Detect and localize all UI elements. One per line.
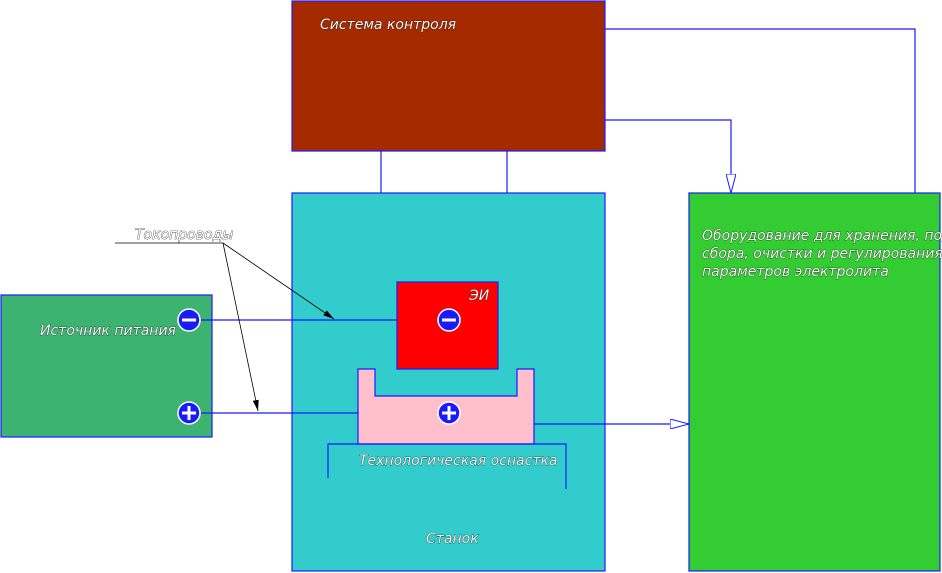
machine-block xyxy=(291,192,606,572)
control-system-label: Система контроля xyxy=(320,17,456,33)
conductors-leader-negative xyxy=(222,242,335,320)
machine-label: Станок xyxy=(426,531,479,547)
conductors-leader-positive xyxy=(222,242,259,412)
minus-symbol-electrode xyxy=(437,308,461,332)
conductors-label: Токопроводы xyxy=(135,227,233,243)
minus-symbol-power-source xyxy=(177,308,201,332)
electrolyte-equipment-label-line-3: параметров электролита xyxy=(702,264,889,280)
power-source-label: Источник питания xyxy=(40,323,176,339)
control-system-block xyxy=(291,0,606,152)
fixture-label: Технологическая оснастка xyxy=(359,453,558,469)
control-electrolyte-feedback-line xyxy=(605,28,916,193)
power-source-block xyxy=(0,294,213,438)
electrolyte-equipment-label-line-2: сбора, очистки и регулирования xyxy=(702,246,942,262)
plus-symbol-power-source xyxy=(177,401,201,425)
electrolyte-equipment-block xyxy=(688,192,941,572)
control-electrolyte-arrow-line xyxy=(605,119,731,193)
electrolyte-equipment-label-line-1: Оборудование для хранения, подачи, xyxy=(702,228,942,244)
electrode-tool-label: ЭИ xyxy=(468,288,490,304)
plus-symbol-workpiece xyxy=(437,401,461,425)
fixture-bracket-line xyxy=(327,443,567,489)
